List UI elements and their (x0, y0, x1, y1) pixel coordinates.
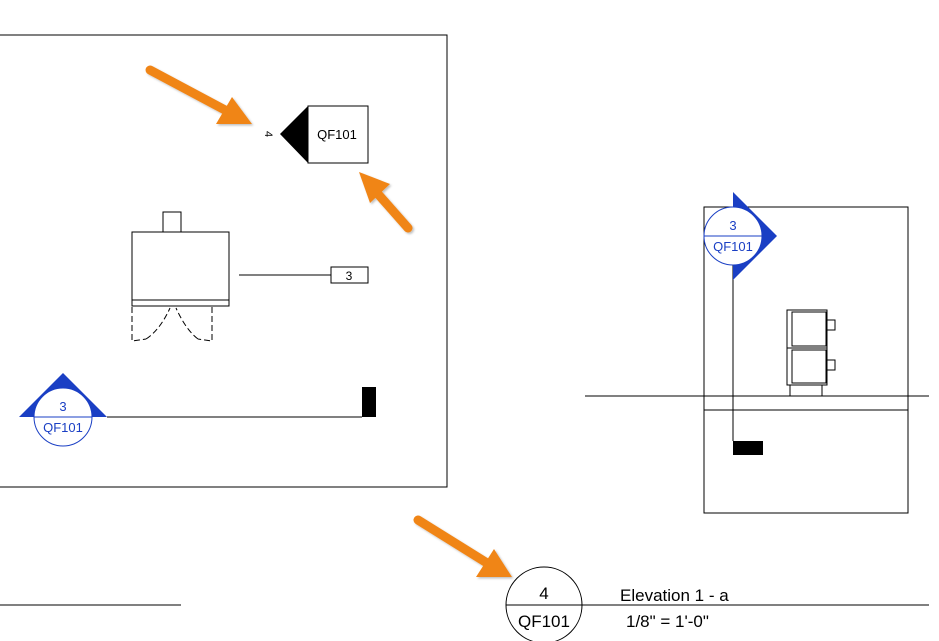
plan-view[interactable]: QF101 4 3 3 QF101 (0, 34, 448, 488)
elevation-section-marker-sheet: QF101 (713, 239, 753, 254)
plan-section-end-tick (362, 387, 376, 417)
equipment-top-box (162, 211, 182, 233)
callout-arrows (145, 65, 512, 577)
equipment-tag-label: 3 (346, 269, 353, 283)
equipment-plan-symbol[interactable] (131, 211, 369, 342)
elevation-marker-number: 4 (262, 131, 274, 137)
lower-unit-inner (791, 349, 827, 384)
elevation-marker-box (307, 105, 369, 164)
elevation-marker[interactable]: QF101 4 (262, 105, 369, 164)
view-title-block[interactable]: 4 QF101 Elevation 1 - a 1/8" = 1'-0" (505, 566, 929, 641)
upper-unit (786, 309, 828, 349)
equipment-base (131, 299, 230, 307)
elevation-section-marker-number: 3 (729, 218, 736, 233)
equipment-tag-box[interactable] (330, 266, 369, 284)
upper-unit-knob (826, 319, 836, 331)
equipment-door-swing (131, 307, 213, 342)
plan-section-marker-number: 3 (59, 399, 66, 414)
orange-arrow-icon (145, 65, 252, 124)
upper-unit-inner (791, 311, 827, 347)
view-title-name: Elevation 1 - a (620, 586, 729, 605)
equipment-body (131, 231, 230, 301)
plan-section-marker-sheet: QF101 (43, 420, 83, 435)
elevation-marker-sheet: QF101 (317, 127, 357, 142)
orange-arrow-icon (413, 515, 512, 577)
elevation-section-end-tick (733, 441, 763, 455)
view-title-sheet: QF101 (518, 612, 570, 631)
orange-arrow-icon (359, 172, 413, 233)
elevation-section-marker[interactable]: 3 QF101 (703, 192, 777, 280)
lower-unit-knob (826, 359, 836, 371)
plan-section-marker[interactable]: 3 QF101 (19, 373, 107, 447)
elevation-viewport-border[interactable] (703, 206, 909, 514)
lower-unit (786, 347, 828, 386)
view-title-number: 4 (539, 584, 548, 603)
plan-viewport-border[interactable] (0, 34, 448, 488)
elevation-view[interactable]: 3 QF101 (585, 192, 929, 514)
elevation-marker-arrow (280, 106, 308, 163)
equipment-elevation-symbol[interactable] (786, 309, 836, 396)
view-title-scale: 1/8" = 1'-0" (626, 612, 709, 631)
